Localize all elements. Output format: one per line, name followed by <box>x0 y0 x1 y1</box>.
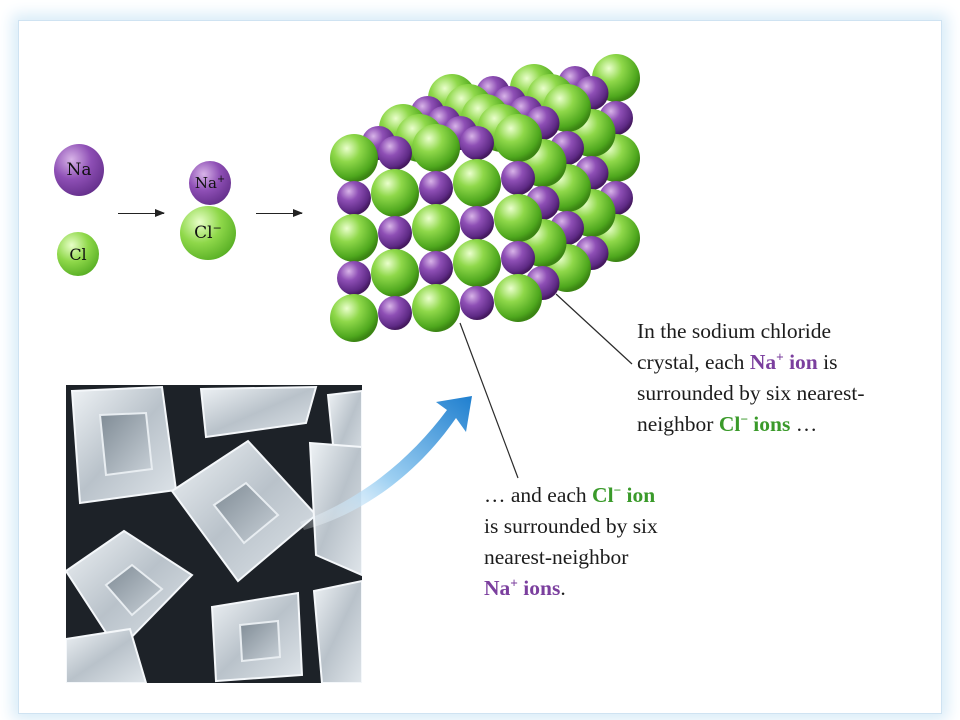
chloride-sphere <box>453 159 501 207</box>
chlorine-atom-label: Cl <box>69 244 87 264</box>
na-ion-term: Na+ ion <box>750 350 818 374</box>
caption-chloride: … and each Cl− ion is surrounded by six … <box>484 480 658 604</box>
reaction-arrow-2 <box>256 209 303 217</box>
chloride-sphere <box>330 294 378 342</box>
chloride-sphere <box>412 284 460 332</box>
sodium-sphere <box>378 136 412 170</box>
sodium-ion-symbol: Na <box>194 174 217 192</box>
caption-sodium-ellipsis: … <box>790 412 818 436</box>
chloride-sphere <box>330 134 378 182</box>
sodium-sphere <box>460 286 494 320</box>
sodium-sphere <box>460 126 494 160</box>
chloride-sphere <box>453 239 501 287</box>
caption-sodium-text: crystal, each <box>637 350 750 374</box>
caption-sodium-line-3: surrounded by six nearest- <box>637 381 865 405</box>
sodium-sphere <box>501 241 535 275</box>
caption-chloride-line-4: Na+ ions. <box>484 573 658 604</box>
na-charge-2: + <box>510 575 518 591</box>
cl-charge: − <box>740 411 748 427</box>
sodium-sphere <box>501 161 535 195</box>
na-symbol-2: Na <box>484 576 511 600</box>
caption-chloride-line-2: is surrounded by six <box>484 514 658 538</box>
caption-chloride-text: … and each <box>484 483 593 507</box>
caption-sodium-line-4: neighbor Cl− ions … <box>637 409 864 440</box>
chloride-sphere <box>494 114 542 162</box>
sodium-sphere <box>378 216 412 250</box>
sodium-atom-label: Na <box>66 160 92 180</box>
cl-ions-word: ions <box>747 412 791 436</box>
caption-sodium-text-end: is <box>817 350 838 374</box>
reaction-arrow-1 <box>118 209 165 217</box>
sodium-sphere <box>419 171 453 205</box>
chlorine-atom: Cl <box>57 232 99 276</box>
caption-chloride-period: . <box>560 576 566 600</box>
chloride-ion-label: Cl− <box>194 221 222 243</box>
cl-symbol-2: Cl <box>592 483 614 507</box>
chloride-sphere <box>371 249 419 297</box>
chloride-ion-charge: − <box>212 221 222 235</box>
sodium-sphere <box>378 296 412 330</box>
chloride-sphere <box>412 124 460 172</box>
na-ions-term: Na+ ions <box>484 576 560 600</box>
caption-sodium-line-1: In the sodium chloride <box>637 319 832 343</box>
sodium-ion-label: Na+ <box>195 174 225 192</box>
na-ions-word: ions <box>517 576 561 600</box>
cl-symbol: Cl <box>718 412 741 436</box>
sodium-sphere <box>419 251 453 285</box>
caption-sodium-line-2: crystal, each Na+ ion is <box>637 347 864 378</box>
chloride-sphere <box>494 274 542 322</box>
chloride-ion: Cl− <box>180 206 236 260</box>
chloride-ion-symbol: Cl <box>194 223 213 243</box>
na-ion-word: ion <box>783 350 818 374</box>
sodium-sphere <box>337 261 371 295</box>
chloride-sphere <box>494 194 542 242</box>
chloride-sphere <box>330 214 378 262</box>
caption-sodium: In the sodium chloride crystal, each Na+… <box>637 316 864 440</box>
caption-sodium-text-2: neighbor <box>637 412 719 436</box>
na-charge: + <box>776 349 784 365</box>
sodium-ion-charge: + <box>216 174 226 186</box>
chloride-sphere <box>371 169 419 217</box>
caption-chloride-line-1: … and each Cl− ion <box>484 480 658 511</box>
sodium-ion: Na+ <box>189 161 231 205</box>
sodium-sphere <box>337 181 371 215</box>
cl-ions-term: Cl− ions <box>719 412 791 436</box>
cl-charge-2: − <box>613 482 622 498</box>
cl-ion-term: Cl− ion <box>592 483 655 507</box>
na-symbol: Na <box>749 350 777 374</box>
cl-ion-word: ion <box>621 483 656 507</box>
sodium-atom: Na <box>54 144 104 196</box>
salt-crystals-photo <box>66 385 362 683</box>
caption-chloride-line-3: nearest-neighbor <box>484 545 629 569</box>
sodium-sphere <box>460 206 494 240</box>
chloride-sphere <box>412 204 460 252</box>
lattice-spheres <box>330 54 640 342</box>
